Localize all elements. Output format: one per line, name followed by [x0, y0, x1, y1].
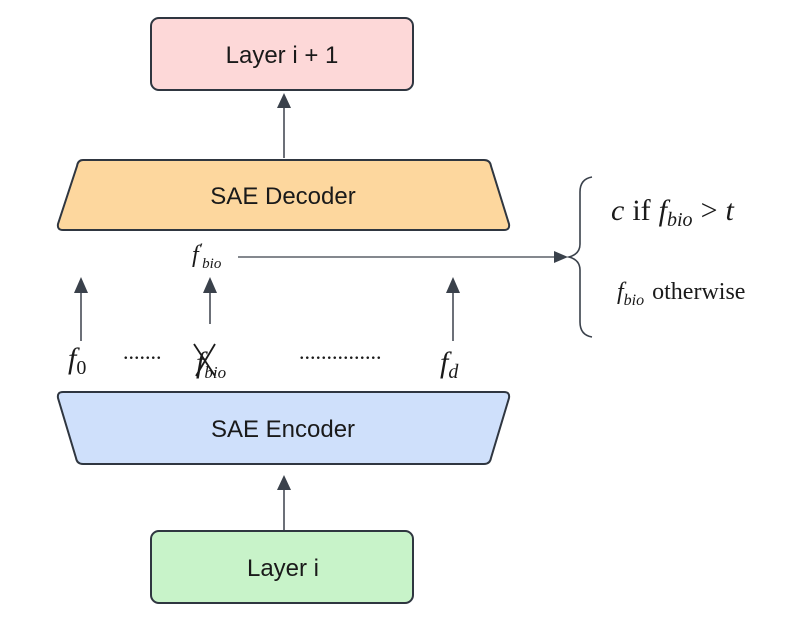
layer-i-plus-1-box — [150, 17, 414, 91]
sae-encoder-shape — [56, 391, 511, 465]
dots-left: ....... — [123, 339, 162, 364]
sae-encoder-label: SAE Encoder — [211, 416, 355, 443]
feature-fd: fd — [440, 346, 459, 383]
layer-i-plus-1-label: Layer i + 1 — [226, 42, 339, 69]
layer-i-label: Layer i — [247, 555, 319, 582]
f-bio-prime-label: f′bio — [192, 241, 222, 272]
arrowhead-bottom-to-encoder — [277, 475, 291, 490]
cross-stroke-2 — [195, 343, 216, 377]
arrowhead-f0-up — [74, 277, 88, 293]
arrowhead-fd-up — [446, 277, 460, 293]
feature-f0: f0 — [68, 342, 86, 379]
curly-brace — [565, 176, 593, 338]
arrowhead-fbio-up — [203, 277, 217, 293]
layer-i-box — [150, 530, 414, 604]
arrowhead-to-cases — [554, 251, 568, 263]
dots-right: ............... — [299, 339, 382, 364]
arrowhead-decoder-to-top — [277, 93, 291, 108]
sae-decoder-label: SAE Decoder — [210, 183, 355, 210]
sae-decoder-shape — [56, 159, 511, 231]
